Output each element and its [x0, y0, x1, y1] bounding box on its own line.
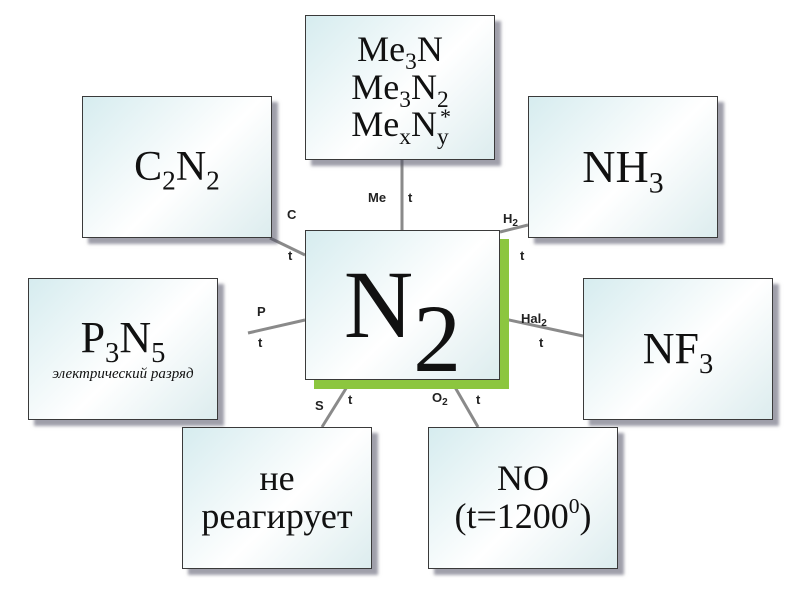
n2-base: N [343, 251, 414, 358]
label-me-t: t [408, 190, 413, 205]
nh3-box: NH3 [528, 96, 718, 238]
label-p: P [257, 304, 266, 319]
label-o2: O2 [432, 390, 448, 408]
label-me: Me [368, 190, 387, 205]
label-h2: H2 [503, 211, 518, 229]
metal-star: * [440, 104, 451, 129]
label-hal2: Hal2 [521, 311, 547, 329]
metal-nitrides-box: Me3N Me3N2 MexNy [305, 15, 495, 160]
p3n5-box: P3N5 электрический разряд [28, 278, 218, 420]
metal-line2: Me3N2 [351, 66, 449, 113]
line-noreact [320, 381, 352, 428]
line-nf3 [499, 316, 584, 338]
center-n2-box: N2 [305, 230, 500, 387]
label-c-t: t [288, 248, 293, 263]
no-reaction-box: не реагирует [182, 427, 372, 569]
n2-sub: 2 [413, 285, 462, 392]
line-no [450, 381, 480, 428]
no-box: NO (t=12000) [428, 427, 618, 569]
nf3-box: NF3 [583, 278, 773, 420]
label-p-t: t [258, 335, 263, 350]
p3n5-note: электрический разряд [52, 366, 194, 383]
label-h-t: t [520, 248, 525, 263]
label-o-t: t [476, 392, 481, 407]
metal-line3: MexNy [351, 104, 449, 151]
label-s: S [315, 398, 324, 413]
label-c: C [287, 207, 297, 222]
line-p3n5 [247, 318, 306, 335]
c2n2-box: C2N2 [82, 96, 272, 238]
label-hal-t: t [539, 335, 544, 350]
label-s-t: t [348, 392, 353, 407]
line-c2n2 [269, 236, 306, 257]
metal-line1: Me3N [357, 28, 443, 75]
line-nh3 [499, 223, 529, 234]
